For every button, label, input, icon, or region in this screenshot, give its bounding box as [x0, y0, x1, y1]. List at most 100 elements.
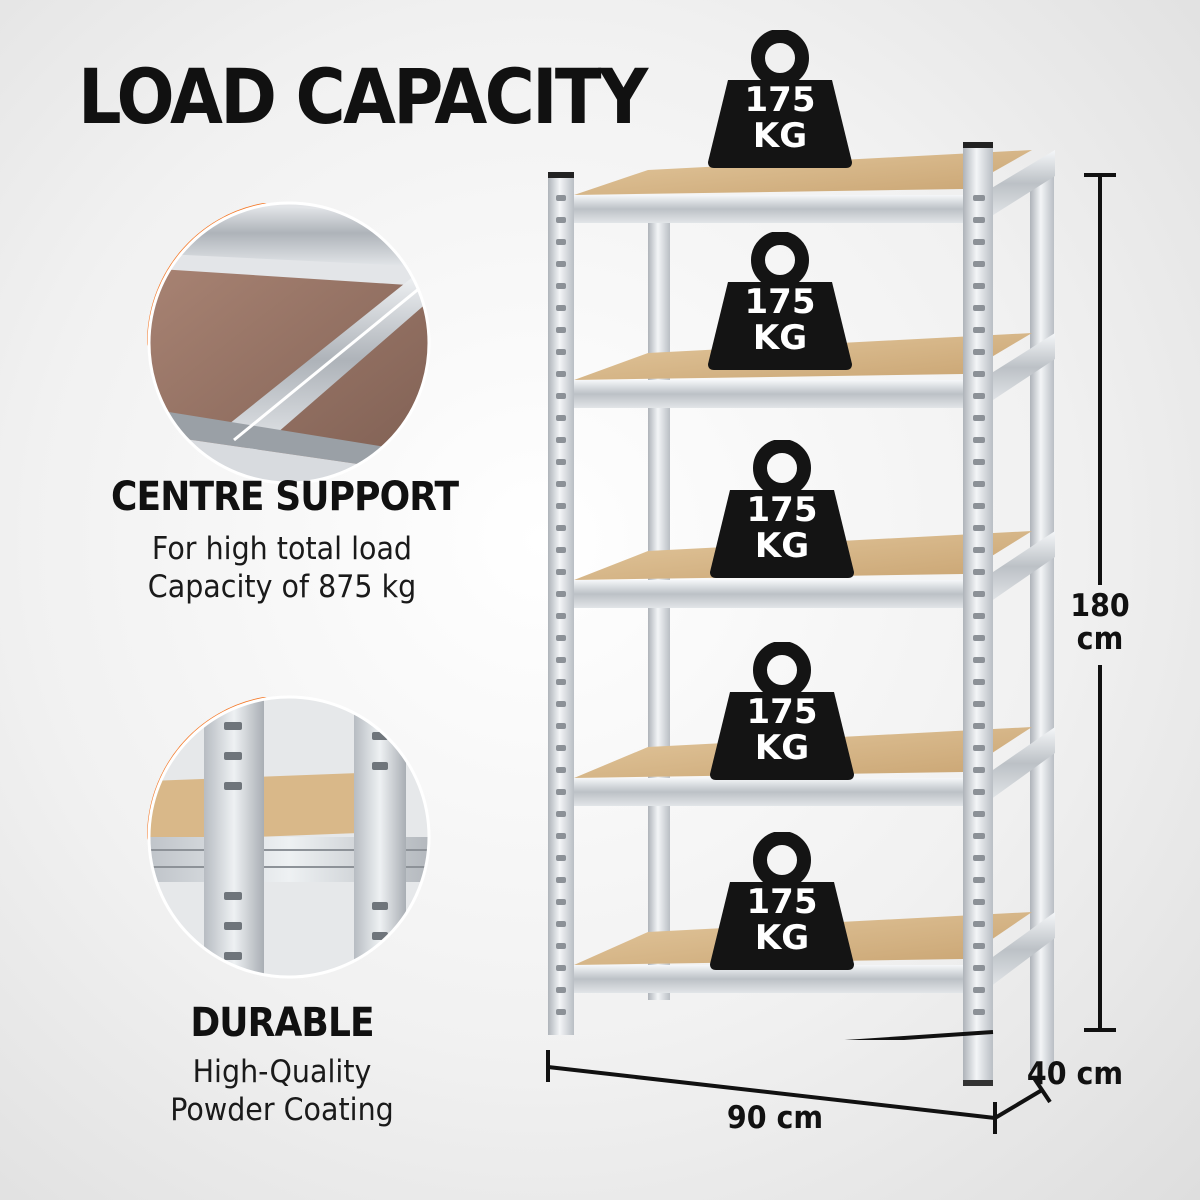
upright-slot [556, 877, 566, 883]
upright-slot [556, 987, 566, 993]
weight-5: 175 KG [708, 831, 856, 972]
upright-slot [556, 921, 566, 927]
shelf-side-beam [990, 531, 1055, 602]
upright-slot [973, 547, 985, 553]
upright-slot [556, 195, 566, 201]
upright-slot [556, 283, 566, 289]
shelf-beam [560, 580, 980, 608]
upright-slot [973, 569, 985, 575]
shelf-beam [560, 380, 980, 408]
upright-slot [973, 261, 985, 267]
shelf-side-beam [990, 727, 1055, 800]
durable-heading: DURABLE [190, 1000, 374, 1046]
upright-slot [973, 921, 985, 927]
weight-2-unit: KG [752, 318, 808, 358]
upright-slot [973, 855, 985, 861]
upright-slot [973, 811, 985, 817]
upright-slot [973, 767, 985, 773]
upright-slot [973, 613, 985, 619]
width-label: 90 cm [726, 1100, 824, 1136]
upright-slot [973, 327, 985, 333]
weight-4: 175 KG [708, 641, 856, 782]
upright-slot [556, 481, 566, 487]
upright-slot [556, 679, 566, 685]
upright-slot [556, 855, 566, 861]
upright-slot [556, 503, 566, 509]
upright-slot [973, 459, 985, 465]
upright-slot [556, 305, 566, 311]
upright-slot [973, 349, 985, 355]
shelf-side-beam [990, 150, 1055, 217]
upright-slot [556, 833, 566, 839]
durable-line-2: Powder Coating [170, 1092, 394, 1128]
upright-slot [556, 547, 566, 553]
upright-slot [973, 789, 985, 795]
upright-slot [973, 899, 985, 905]
upright-slot [556, 723, 566, 729]
height-value: 180 [1070, 588, 1130, 624]
upright-slot [556, 239, 566, 245]
upright-slot [973, 195, 985, 201]
upright-slot [973, 679, 985, 685]
upright-slot [973, 833, 985, 839]
upright-slot [556, 459, 566, 465]
upright-slot [556, 789, 566, 795]
upright-slot [556, 415, 566, 421]
upright-slot [556, 591, 566, 597]
upright-slot [556, 525, 566, 531]
upright-slot [973, 635, 985, 641]
upright-slot [556, 745, 566, 751]
upright-slot [973, 657, 985, 663]
shelf-side-beam [990, 333, 1055, 402]
upright-slot [556, 943, 566, 949]
upright-slot [973, 239, 985, 245]
upright-slot [556, 657, 566, 663]
width-depth-lines [540, 1040, 1060, 1140]
upright-slot [556, 965, 566, 971]
upright-slot [556, 569, 566, 575]
shelf-side-beam [990, 912, 1055, 987]
weight-3-unit: KG [754, 526, 810, 566]
centre-support-heading: CENTRE SUPPORT [111, 474, 459, 520]
upright-slot [973, 965, 985, 971]
weight-1: 175 KG [706, 29, 854, 170]
weight-5-unit: KG [754, 918, 810, 958]
upright-slot [556, 767, 566, 773]
upright-slot [973, 745, 985, 751]
upright-slot [973, 943, 985, 949]
upright-slot [556, 217, 566, 223]
upright-slot [973, 481, 985, 487]
upright-slot [973, 305, 985, 311]
centre-support-line-1: For high total load [151, 531, 413, 567]
weight-5-value: 175 [746, 882, 818, 922]
upright-slot [973, 723, 985, 729]
weight-3-value: 175 [746, 490, 818, 530]
weight-1-unit: KG [752, 116, 808, 156]
upright-slot [556, 811, 566, 817]
weight-2-value: 175 [744, 282, 816, 322]
height-unit: cm [1076, 621, 1124, 657]
depth-label: 40 cm [1026, 1056, 1124, 1092]
centre-support-image [124, 178, 454, 508]
weight-4-value: 175 [746, 692, 818, 732]
upright-slot [973, 437, 985, 443]
upright-slot [973, 1009, 985, 1015]
weight-4-unit: KG [754, 728, 810, 768]
upright-slot [556, 393, 566, 399]
upright-slot [973, 371, 985, 377]
upright-slot [973, 283, 985, 289]
upright-slot [556, 437, 566, 443]
shelf-board [574, 150, 1032, 195]
upright-slot [556, 1009, 566, 1015]
upright-slot [973, 415, 985, 421]
upright-slot [973, 217, 985, 223]
upright-slot [973, 987, 985, 993]
upright-slot [973, 393, 985, 399]
durable-line-1: High-Quality [192, 1054, 372, 1090]
upright-slot [973, 525, 985, 531]
shelf-beam [560, 195, 980, 223]
upright-slot [556, 635, 566, 641]
dimension-lines [530, 160, 1130, 1078]
upright-slot [556, 349, 566, 355]
upright-slot [556, 261, 566, 267]
